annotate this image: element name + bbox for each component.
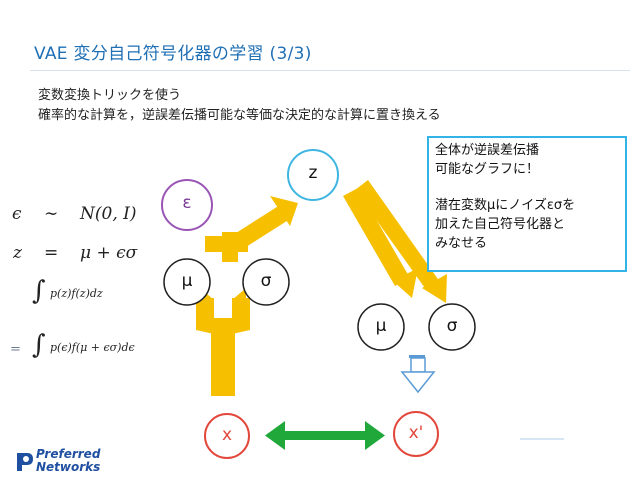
x-prime-circle: [393, 411, 439, 457]
eq1-operator: ∼: [44, 204, 59, 224]
slide-title: VAE 変分自己符号化器の学習 (3/3): [34, 44, 312, 64]
x-label: x: [221, 425, 233, 445]
subtitle-line-2: 確率的な計算を，逆誤差伝播可能な等価な決定的な計算に置き換える: [38, 108, 441, 123]
integral-sign-2: ∫: [32, 330, 46, 360]
epsilon-circle: [161, 179, 213, 231]
eq2-rhs: μ + ϵσ: [80, 243, 138, 263]
note-line-5: みなせる: [435, 236, 488, 251]
decoder-arrows: [343, 180, 447, 303]
mu1-circle: [163, 258, 211, 306]
reconstruction-arrow: [265, 421, 385, 450]
note-line-1: 全体が逆誤差伝播: [435, 143, 540, 158]
integral-sign-1: ∫: [32, 276, 46, 306]
note-line-2: 可能なグラフに！: [435, 162, 540, 177]
eq1-lhs: ϵ: [12, 204, 22, 224]
subtitle-line-1: 変数変換トリックを使う: [38, 88, 182, 103]
equals-sign: =: [10, 342, 21, 357]
mu2-circle: [357, 303, 405, 351]
eq2-operator: =: [44, 243, 59, 263]
note-line-4: 加えた自己符号化器と: [435, 217, 566, 232]
logo-line-1: Preferred: [36, 447, 101, 461]
logo-line-2: Networks: [36, 460, 101, 474]
x-prime-label: x': [408, 423, 424, 443]
mu2-label: μ: [375, 316, 387, 336]
x-circle: [204, 413, 250, 459]
z-circle: [287, 149, 339, 201]
integral-1: p(z)f(z)dz: [50, 287, 103, 300]
encoder-arrow: [196, 288, 250, 396]
sigma1-label: σ: [260, 271, 272, 291]
logo-mark-icon: [17, 453, 33, 471]
mu1-label: μ: [181, 271, 193, 291]
title-divider: [30, 70, 630, 71]
epsilon-label: ε: [182, 193, 192, 213]
eq1-rhs: N(0, I): [80, 204, 137, 224]
sigma2-label: σ: [446, 316, 458, 336]
note-line-3: 潜在変数μにノイズεσを: [435, 198, 576, 213]
sigma1-circle: [242, 258, 290, 306]
epsilon-to-z-arrow: [222, 196, 298, 262]
z-label: z: [308, 163, 318, 183]
hollow-down-arrow: [400, 357, 436, 394]
annotation-box: 全体が逆誤差伝播 可能なグラフに！ 潜在変数μにノイズεσを 加えた自己符号化器…: [427, 136, 627, 272]
integral-2: p(ϵ)f(μ + ϵσ)dϵ: [50, 341, 135, 354]
junction-bar: [205, 236, 248, 252]
eq2-lhs: z: [13, 243, 22, 263]
hollow-arrow-cap: [409, 355, 425, 358]
sigma2-circle: [428, 303, 476, 351]
decorative-line: [520, 438, 564, 440]
